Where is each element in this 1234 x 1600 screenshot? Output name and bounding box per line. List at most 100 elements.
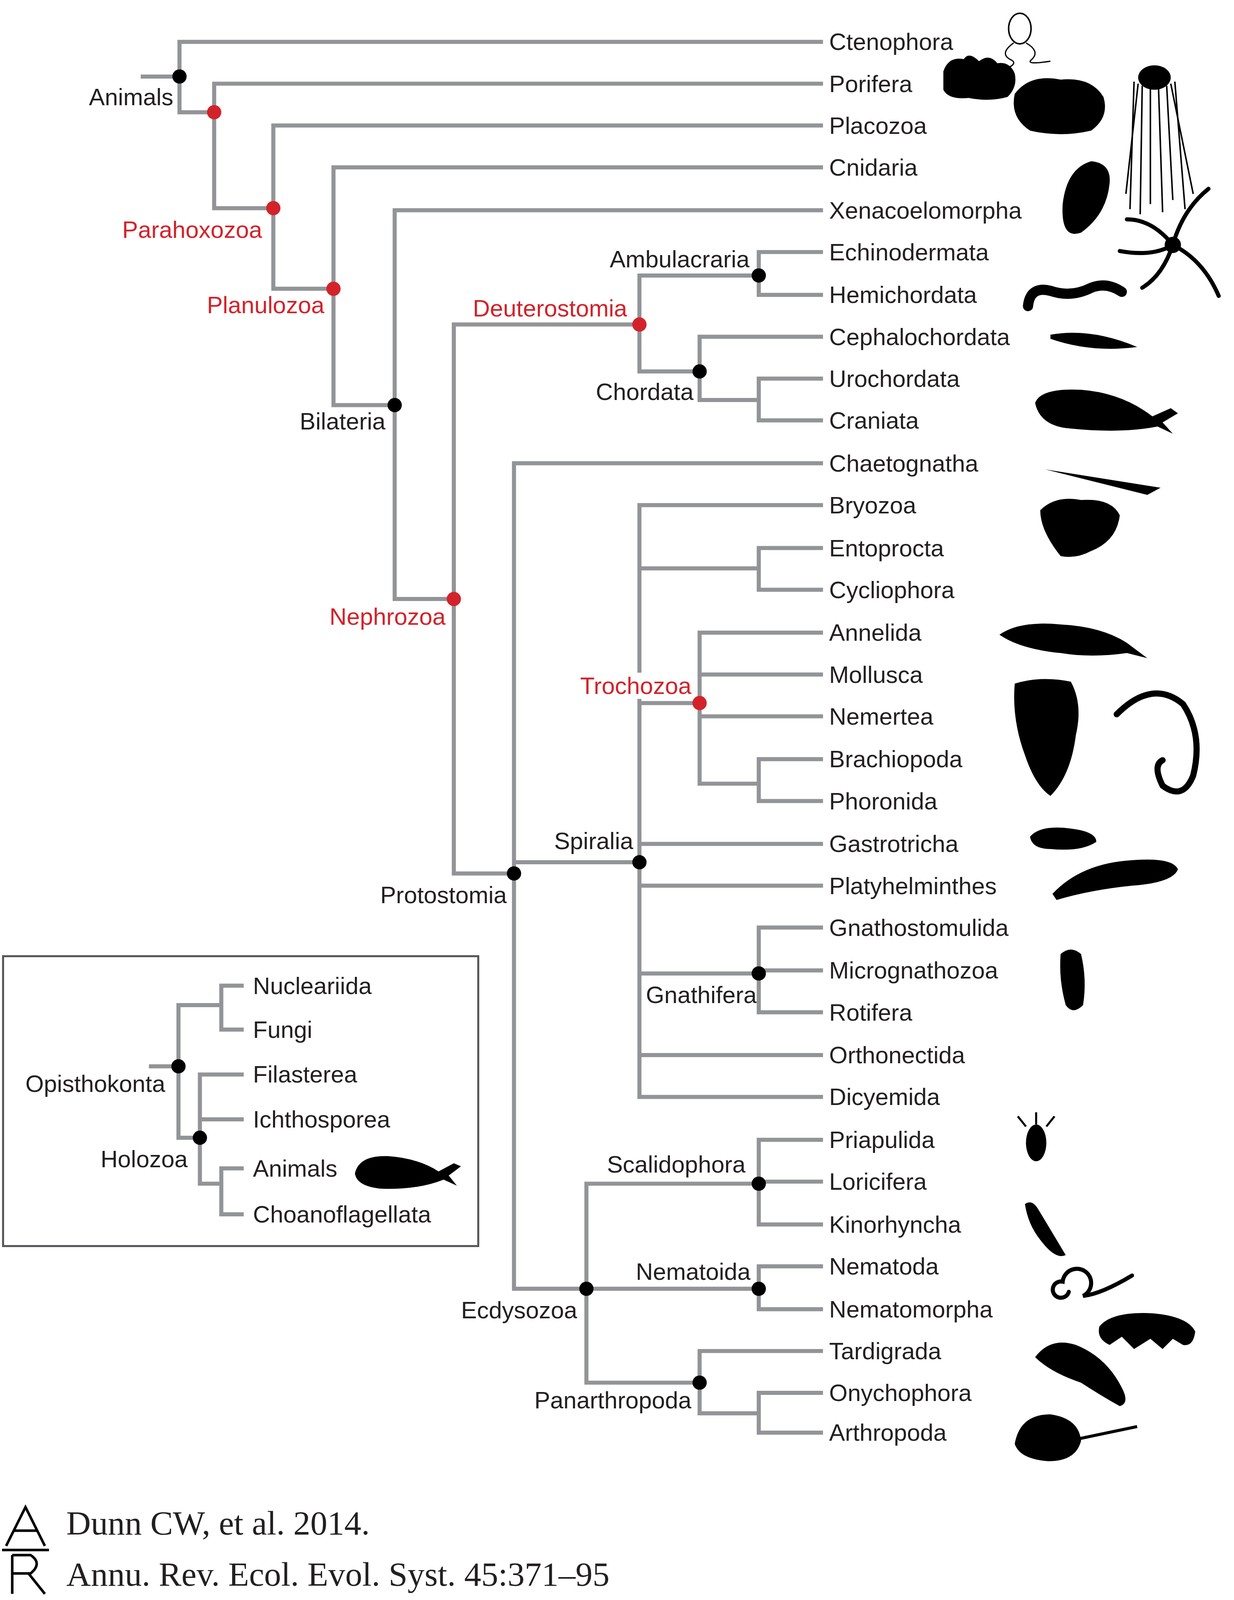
new-clade-dot	[207, 105, 222, 120]
bryozoan-silhouette	[1040, 498, 1120, 557]
taxon-label: Porifera	[829, 70, 913, 98]
logo-strokes	[2, 1506, 50, 1594]
clade-label: Animals	[88, 83, 174, 111]
priapulid-silhouette	[1026, 1124, 1047, 1162]
clade-dot	[579, 1281, 594, 1296]
inset-box: NucleariidaFungiFilastereaOpisthokontaIc…	[2, 954, 480, 1247]
taxon-label: Loricifera	[829, 1168, 928, 1195]
inset-label: Opisthokonta	[25, 1070, 166, 1097]
acorn-worm-silhouette	[1028, 285, 1122, 306]
taxon-label: Nematomorpha	[829, 1295, 993, 1322]
clade-label: Chordata	[595, 378, 694, 405]
clade-label: Nephrozoa	[329, 603, 446, 630]
clade-dot	[192, 1130, 208, 1145]
inset-label: Ichthosporea	[252, 1105, 391, 1133]
tardigrade-silhouette	[1098, 1312, 1196, 1349]
clade-label: Ecdysozoa	[461, 1296, 578, 1323]
annelid-silhouette	[999, 623, 1148, 658]
taxon-label: Onychophora	[829, 1379, 972, 1406]
flatworm-silhouette	[1052, 859, 1178, 901]
arrow-worm-silhouette	[1045, 469, 1161, 495]
taxon-label: Platyhelminthes	[829, 872, 997, 899]
taxon-label: Chaetognatha	[829, 450, 979, 477]
clade-dot	[751, 965, 766, 981]
taxon-label: Cnidaria	[829, 154, 918, 181]
inset-tree-branches	[151, 985, 242, 1214]
clade-label: Ambulacraria	[609, 245, 750, 273]
nemertean-silhouette	[1116, 693, 1197, 792]
taxon-label: Arthropoda	[829, 1418, 947, 1446]
clade-label: Parahoxozoa	[122, 216, 263, 243]
acoel-silhouette	[1062, 161, 1110, 234]
node-dots	[171, 69, 767, 1390]
clade-dot	[751, 1176, 766, 1191]
clade-dot	[506, 866, 522, 881]
taxon-label: Gnathostomulida	[829, 914, 1009, 941]
siphonophore-tentacles	[1125, 81, 1194, 215]
taxon-label: Priapulida	[829, 1126, 935, 1153]
taxon-label: Bryozoa	[829, 491, 917, 519]
clade-dot	[172, 69, 187, 84]
horseshoe-crab-silhouette	[1014, 1413, 1081, 1461]
whale-silhouette	[1035, 389, 1178, 434]
taxon-label: Tardigrada	[829, 1337, 942, 1364]
clade-label: Scalidophora	[606, 1150, 746, 1178]
publisher-logo	[2, 1506, 50, 1594]
inset-label: Animals	[252, 1155, 338, 1182]
taxon-label: Nematoda	[829, 1252, 939, 1280]
brittle-star-silhouette	[1119, 188, 1219, 296]
taxon-label: Ctenophora	[829, 28, 954, 55]
clade-label: Spiralia	[554, 827, 634, 854]
tree-branches-group	[142, 41, 822, 1433]
citation-text: Annu. Rev. Ecol. Evol. Syst. 45:371–95	[66, 1555, 610, 1593]
taxon-label: Orthonectida	[829, 1041, 966, 1068]
taxon-label: Rotifera	[829, 999, 913, 1026]
sponge-silhouette	[943, 55, 1016, 100]
rotifer-silhouette	[1060, 949, 1085, 1010]
clade-label: Protostomia	[380, 881, 507, 908]
clade-dot	[692, 1375, 707, 1390]
taxon-label: Nemertea	[829, 703, 934, 730]
priapulid-spines	[1017, 1112, 1055, 1127]
taxon-label: Mollusca	[829, 661, 923, 688]
taxon-label: Echinodermata	[829, 239, 989, 266]
clade-dot	[387, 397, 402, 413]
taxon-label: Urochordata	[829, 365, 960, 392]
new-clade-dot	[446, 591, 461, 607]
taxon-label: Cephalochordata	[829, 323, 1011, 350]
inset-whale-silhouette	[354, 1155, 461, 1189]
nematode-silhouette	[1052, 1268, 1133, 1298]
clade-label: Nematoida	[635, 1258, 751, 1285]
horseshoe-crab-tail	[1078, 1425, 1137, 1439]
citation-text: Dunn CW, et al. 2014.	[66, 1504, 370, 1542]
velvet-worm-silhouette	[1035, 1342, 1126, 1406]
clade-label: Planulozoa	[206, 291, 325, 319]
clade-dot	[632, 855, 647, 870]
clade-dot	[751, 1281, 766, 1296]
kinorhynch-silhouette	[1024, 1202, 1066, 1256]
clade-label: Gnathifera	[645, 981, 757, 1008]
taxon-label: Placozoa	[829, 112, 928, 139]
new-clade-dot	[326, 281, 341, 296]
inset-label: Filasterea	[252, 1060, 358, 1088]
taxon-label: Annelida	[829, 619, 922, 646]
inset-label: Holozoa	[100, 1145, 188, 1172]
clade-label: Deuterostomia	[472, 295, 628, 322]
taxon-label: Dicyemida	[829, 1083, 941, 1110]
silhouettes	[354, 13, 1219, 1461]
cephalopod-silhouette	[1014, 678, 1079, 796]
taxon-label: Xenacoelomorpha	[829, 197, 1022, 224]
taxon-label: Micrognathozoa	[829, 956, 999, 984]
new-clade-dot	[266, 200, 281, 216]
clade-dot	[692, 364, 707, 379]
comb-jelly-silhouette	[1008, 13, 1031, 44]
brittle-star-disc	[1164, 236, 1182, 253]
tree-branches	[142, 41, 822, 1433]
gastrotrich-silhouette	[1030, 827, 1097, 850]
clade-label: Panarthropoda	[534, 1386, 692, 1413]
clade-dot	[171, 1058, 186, 1074]
new-clade-dot	[632, 317, 647, 332]
sponge-silhouette	[1013, 78, 1106, 135]
comb-jelly-tentacle	[1004, 42, 1051, 70]
